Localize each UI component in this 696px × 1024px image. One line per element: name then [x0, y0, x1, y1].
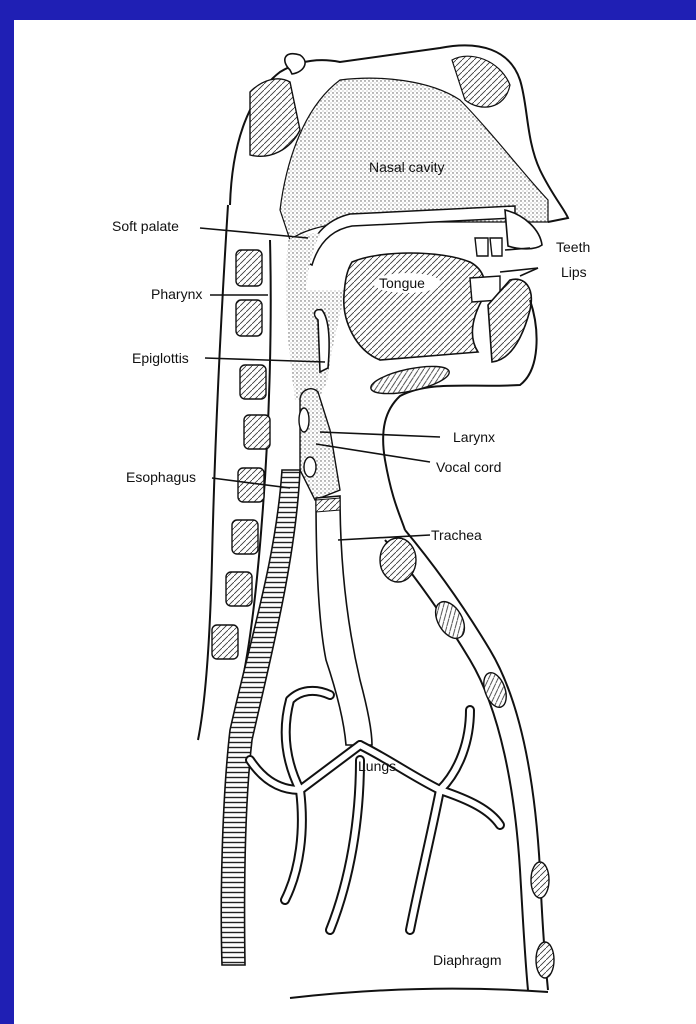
label-vocal-cord: Vocal cord	[436, 459, 501, 475]
label-diaphragm: Diaphragm	[433, 952, 501, 968]
label-epiglottis: Epiglottis	[132, 350, 189, 366]
trachea-shape	[316, 496, 372, 745]
tongue-shape	[344, 253, 485, 360]
label-pharynx: Pharynx	[151, 286, 202, 302]
diaphragm-line	[290, 989, 548, 998]
label-esophagus: Esophagus	[126, 469, 196, 485]
label-larynx: Larynx	[453, 429, 495, 445]
label-tongue: Tongue	[379, 275, 425, 291]
label-teeth: Teeth	[556, 239, 590, 255]
label-nasal-cavity: Nasal cavity	[369, 159, 444, 175]
label-soft-palate: Soft palate	[112, 218, 179, 234]
label-lungs: Lungs	[358, 758, 396, 774]
chest-wall	[405, 530, 548, 990]
hyoid-bone	[369, 361, 452, 399]
lungs-bronchi-inner	[250, 691, 500, 930]
label-lips: Lips	[561, 264, 587, 280]
label-trachea: Trachea	[431, 527, 482, 543]
